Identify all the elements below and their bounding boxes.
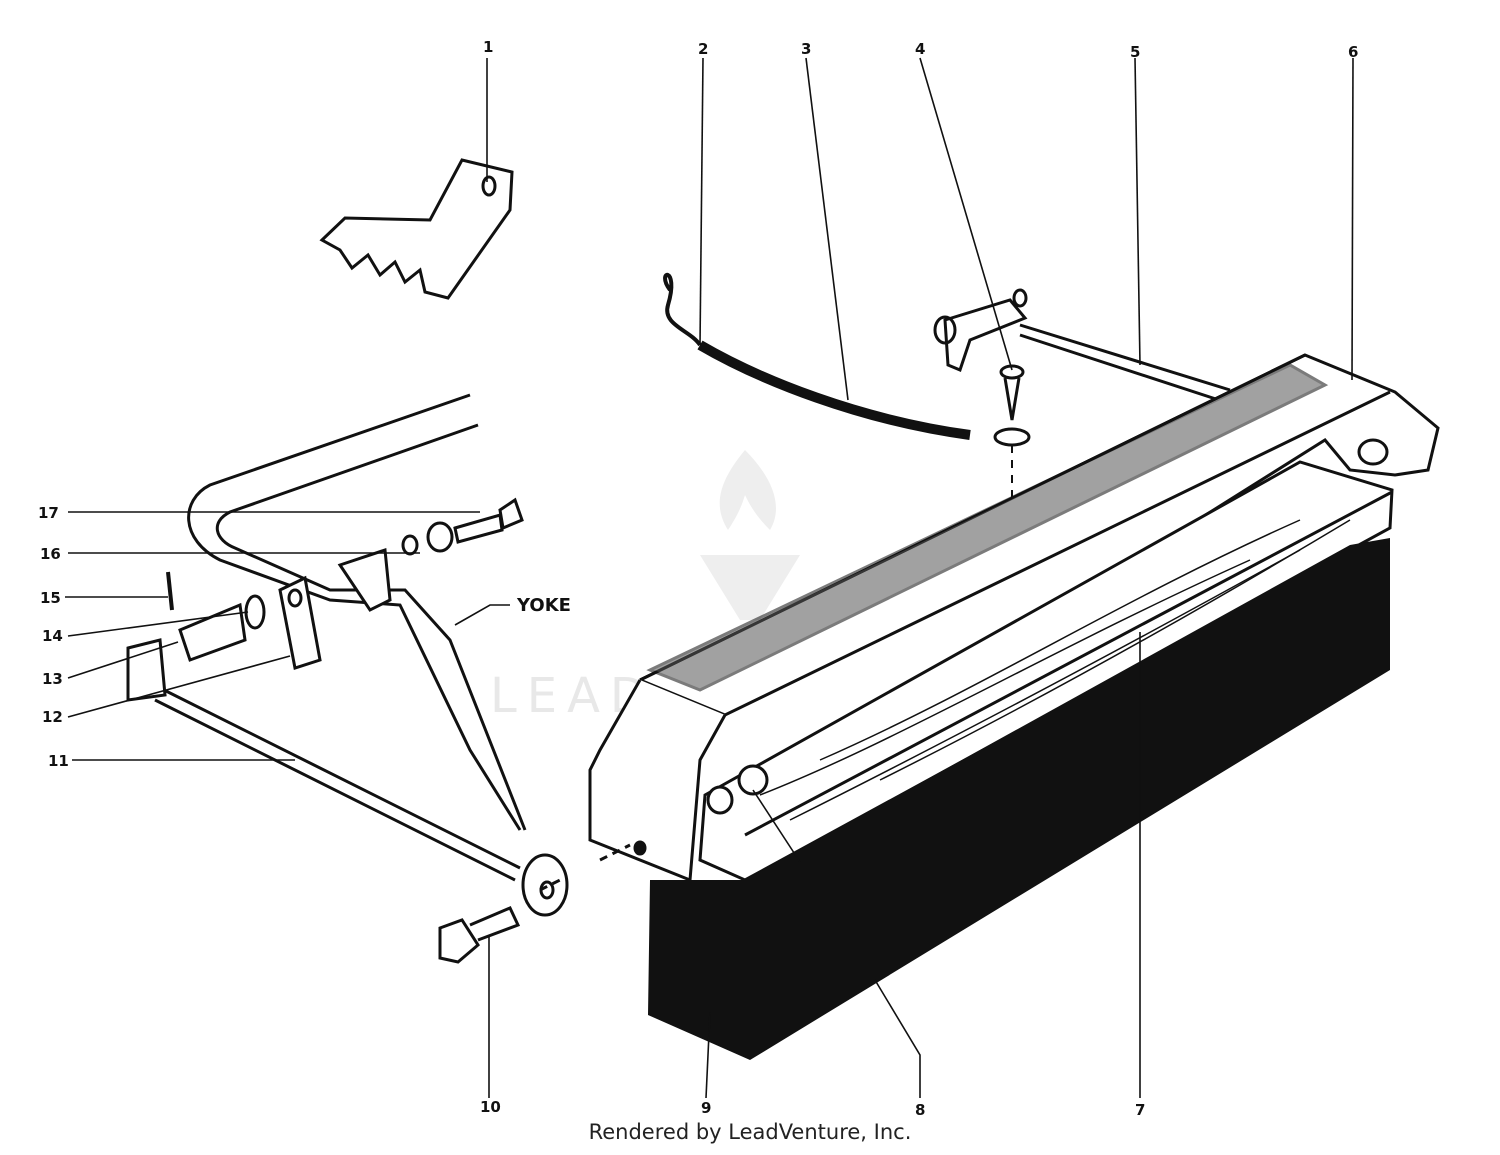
part-10-bolt [438, 843, 631, 964]
callout-8: 8 [915, 1101, 925, 1119]
yoke-label: YOKE [516, 595, 571, 616]
part-11-rod [126, 638, 569, 917]
part-7-wood-board [698, 460, 1394, 882]
callout-2: 2 [698, 40, 708, 58]
callout-17: 17 [38, 504, 59, 522]
part-8-brush [648, 538, 1390, 1060]
callout-3: 3 [801, 40, 811, 58]
callout-1: 1 [483, 38, 493, 56]
callout-6: 6 [1348, 43, 1358, 61]
part-5-hinge-rod [933, 288, 1231, 404]
credit-line: Rendered by LeadVenture, Inc. [588, 1120, 912, 1144]
callout-14: 14 [42, 627, 63, 645]
callout-16: 16 [40, 545, 61, 563]
part-1-bracket [319, 158, 514, 300]
callout-9: 9 [701, 1099, 711, 1117]
callout-4: 4 [915, 40, 925, 58]
callout-13: 13 [42, 670, 63, 688]
callout-11: 11 [48, 752, 69, 770]
pivot-assembly [166, 497, 524, 670]
part-6-housing [588, 353, 1440, 883]
leader-lines [65, 57, 1354, 1099]
callout-15: 15 [40, 589, 61, 607]
callout-5: 5 [1130, 43, 1140, 61]
callout-12: 12 [42, 708, 63, 726]
part-2-3-strap [663, 273, 1031, 447]
callout-7: 7 [1135, 1101, 1145, 1119]
callout-10: 10 [480, 1098, 501, 1116]
